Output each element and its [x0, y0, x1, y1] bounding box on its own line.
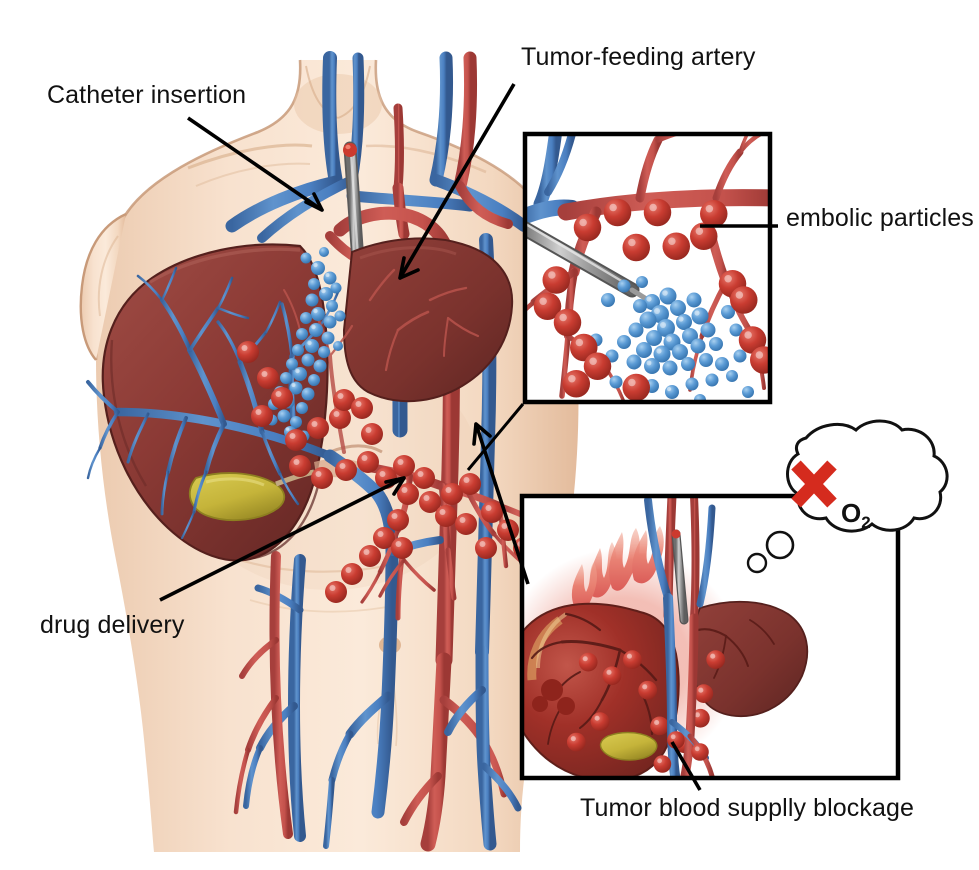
label-blockage-caption: Tumor blood supplly blockage [580, 794, 915, 822]
label-drug-delivery: drug delivery [40, 611, 185, 639]
catheter-tip [343, 143, 357, 157]
label-tumor-feeding-artery: Tumor-feeding artery [521, 43, 756, 71]
thought-bubble-no-oxygen [746, 419, 949, 574]
gallbladder [188, 469, 315, 522]
label-catheter-insertion: Catheter insertion [47, 81, 247, 109]
portal-vein-main [323, 449, 444, 819]
embolic-particle-cluster-main [266, 247, 346, 442]
annotation-leaders [159, 83, 778, 791]
inset-blockage [519, 493, 901, 781]
label-embolic-particles: embolic particles [786, 204, 974, 232]
iliac-vessels [233, 537, 522, 852]
o2-subscript: 2 [861, 513, 871, 533]
x-mark-icon [791, 460, 837, 508]
inset-embolic-particles [522, 131, 773, 405]
thought-bubble-dot-small [746, 552, 768, 574]
o2-element: O [841, 498, 862, 528]
o2-label: O2 [841, 498, 871, 533]
thought-bubble-dot-large [765, 530, 795, 560]
